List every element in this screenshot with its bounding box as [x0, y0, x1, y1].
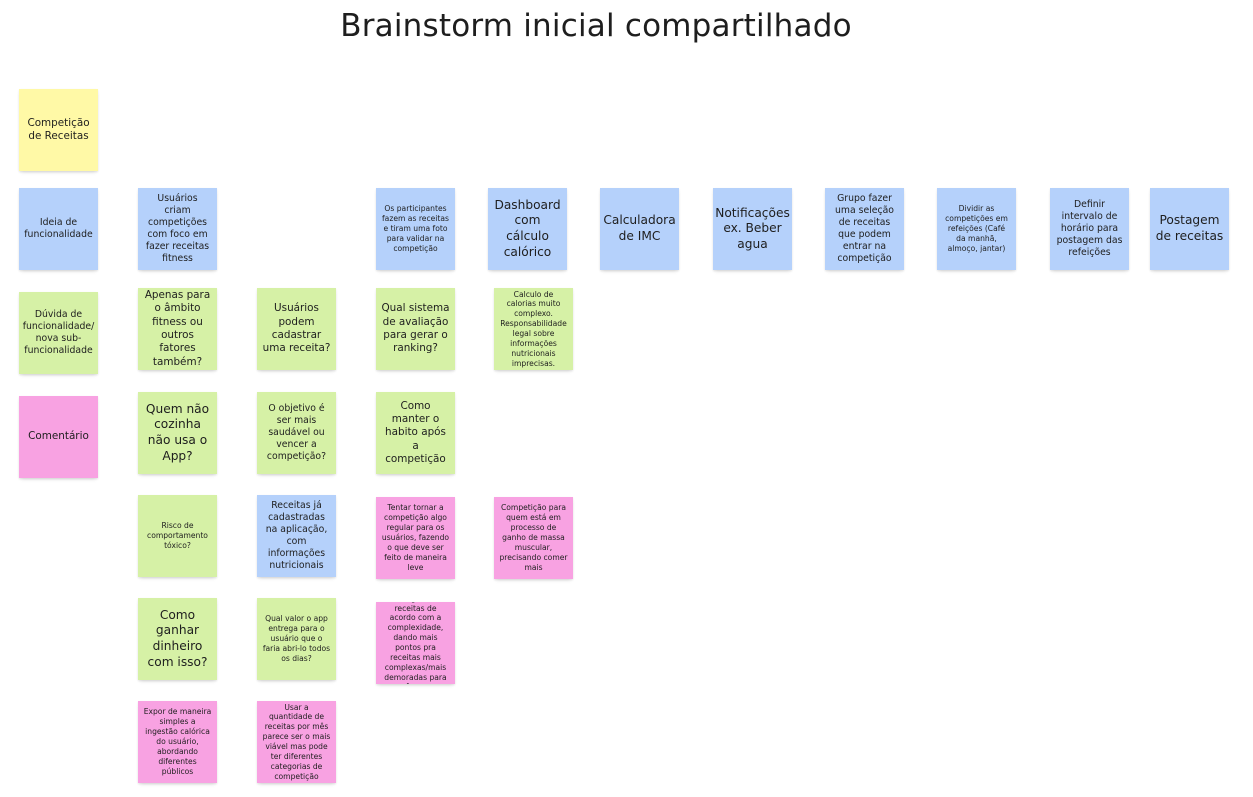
feature-note[interactable]: Os participantes fazem as receitas e tir… — [376, 188, 455, 270]
feature-note[interactable]: Grupo fazer uma seleção de receitas que … — [825, 188, 904, 270]
feature-note[interactable]: Notificações ex. Beber agua — [713, 188, 792, 270]
feature-note[interactable]: Postagem de receitas — [1150, 188, 1229, 270]
legend-competition-note[interactable]: Competição de Receitas — [19, 89, 98, 171]
legend-feature-idea-note[interactable]: Ideia de funcionalidade — [19, 188, 98, 270]
question-note[interactable]: Qual valor o app entrega para o usuário … — [257, 598, 336, 680]
question-note[interactable]: Calculo de calorias muito complexo. Resp… — [494, 288, 573, 370]
question-note[interactable]: Apenas para o âmbito fitness ou outros f… — [138, 288, 217, 370]
feature-note[interactable]: Usuários criam competições com foco em f… — [138, 188, 217, 270]
feature-note[interactable]: Receitas já cadastradas na aplicação, co… — [257, 495, 336, 577]
feature-note[interactable]: Dashboard com cálculo calórico — [488, 188, 567, 270]
feature-note[interactable]: Calculadora de IMC — [600, 188, 679, 270]
legend-feature-question-note[interactable]: Dúvida de funcionalidade/ nova sub-funci… — [19, 292, 98, 374]
question-note[interactable]: Qual sistema de avaliação para gerar o r… — [376, 288, 455, 370]
board-title: Brainstorm inicial compartilhado — [340, 8, 852, 44]
feature-note[interactable]: Definir intervalo de horário para postag… — [1050, 188, 1129, 270]
question-note[interactable]: O objetivo é ser mais saudável ou vencer… — [257, 392, 336, 474]
comment-note[interactable]: Competição para quem está em processo de… — [494, 497, 573, 579]
question-note[interactable]: Risco de comportamento tóxico? — [138, 495, 217, 577]
question-note[interactable]: Como manter o habito após a competição — [376, 392, 455, 474]
feature-note[interactable]: Dividir as competições em refeições (Caf… — [937, 188, 1016, 270]
comment-note[interactable]: Categorizar receitas de acordo com a com… — [376, 602, 455, 684]
comment-note[interactable]: Usar a quantidade de receitas por mês pa… — [257, 701, 336, 783]
question-note[interactable]: Usuários podem cadastrar uma receita? — [257, 288, 336, 370]
comment-note[interactable]: Expor de maneira simples a ingestão caló… — [138, 701, 217, 783]
legend-comment-note[interactable]: Comentário — [19, 396, 98, 478]
question-note[interactable]: Como ganhar dinheiro com isso? — [138, 598, 217, 680]
question-note[interactable]: Quem não cozinha não usa o App? — [138, 392, 217, 474]
comment-note[interactable]: Tentar tornar a competição algo regular … — [376, 497, 455, 579]
